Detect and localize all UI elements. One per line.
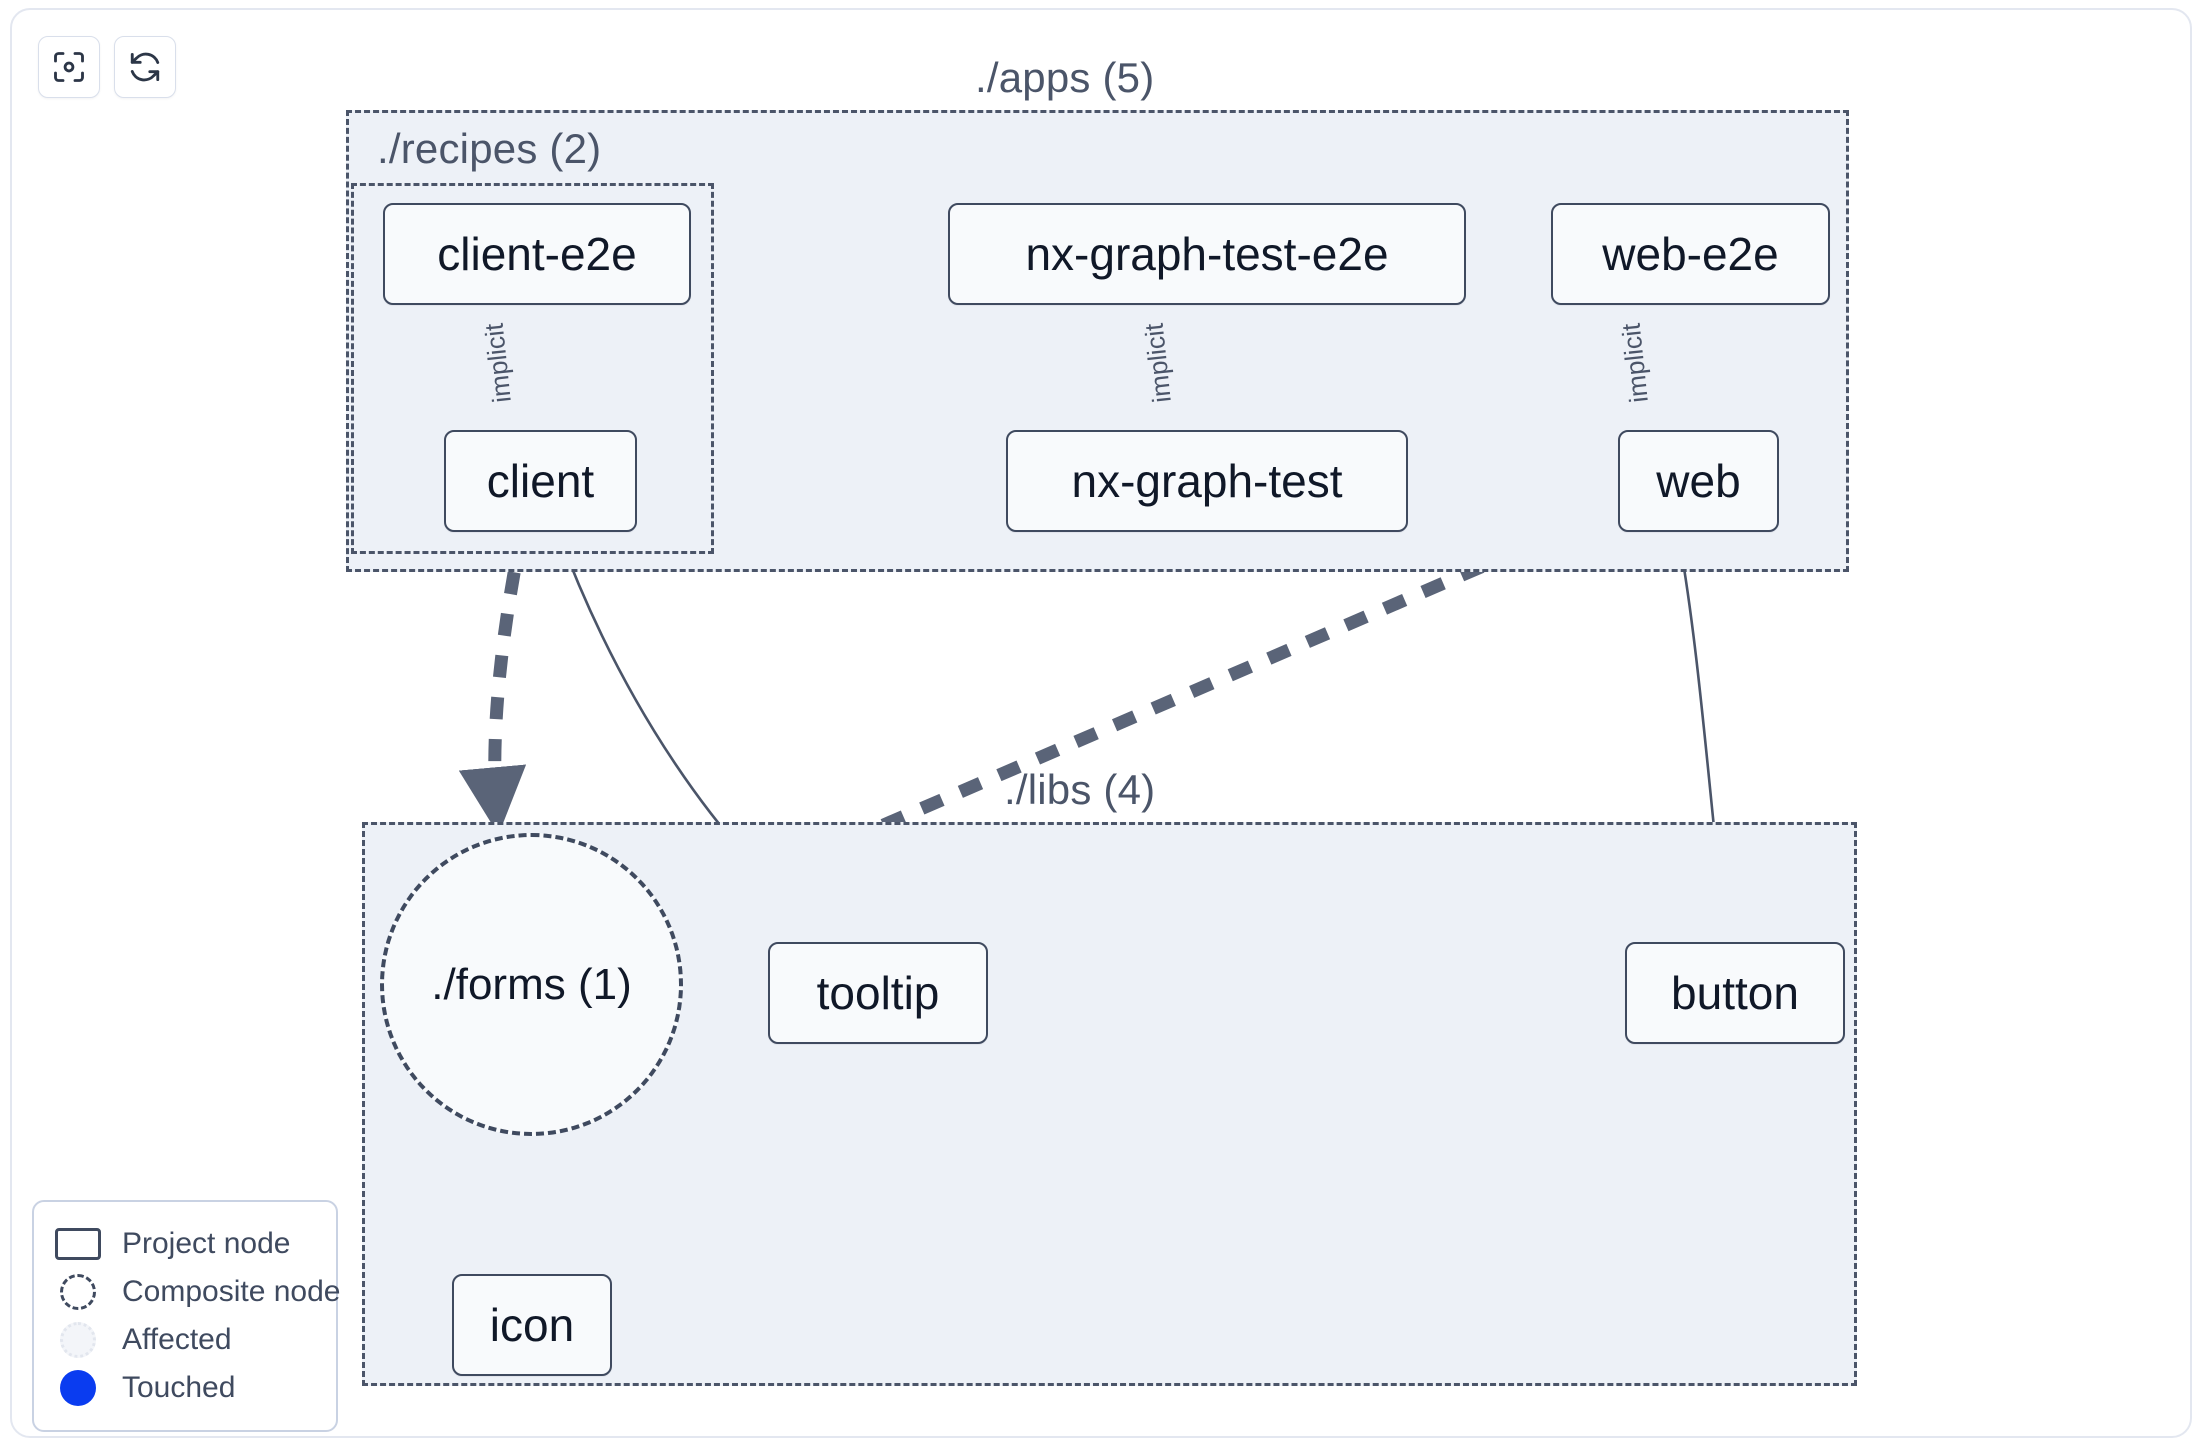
group-label-recipes: ./recipes (2) bbox=[377, 125, 602, 172]
edge-label-nx-graph-test-e2e-implicit: implicit bbox=[1138, 321, 1177, 405]
graph-toolbar bbox=[38, 36, 176, 98]
node-label: button bbox=[1671, 967, 1799, 1019]
touched-swatch-icon bbox=[54, 1370, 102, 1406]
node-web[interactable]: web bbox=[1618, 430, 1779, 532]
group-label-libs: ./libs (4) bbox=[1004, 766, 1156, 813]
node-label: icon bbox=[489, 1299, 575, 1351]
node-label: client bbox=[486, 455, 595, 507]
node-client[interactable]: client bbox=[444, 430, 637, 532]
node-label: tooltip bbox=[816, 967, 940, 1019]
node-label: nx-graph-test-e2e bbox=[1025, 228, 1389, 280]
node-icon[interactable]: icon bbox=[452, 1274, 612, 1376]
refresh-icon bbox=[127, 49, 163, 85]
refresh-graph-button[interactable] bbox=[114, 36, 176, 98]
legend-item-project-node: Project node bbox=[54, 1220, 316, 1268]
viewfinder-focus-icon bbox=[51, 49, 87, 85]
node-label: client-e2e bbox=[437, 228, 637, 280]
legend-item-affected: Affected bbox=[54, 1316, 316, 1364]
node-label: web-e2e bbox=[1602, 228, 1779, 280]
node-label: nx-graph-test bbox=[1071, 455, 1343, 507]
group-label-apps: ./apps (5) bbox=[975, 54, 1155, 101]
node-web-e2e[interactable]: web-e2e bbox=[1551, 203, 1830, 305]
legend-label: Project node bbox=[122, 1227, 291, 1260]
legend-label: Composite node bbox=[122, 1275, 341, 1308]
node-nx-graph-test[interactable]: nx-graph-test bbox=[1006, 430, 1408, 532]
legend-label: Affected bbox=[122, 1323, 232, 1356]
node-label: ./forms (1) bbox=[431, 959, 632, 1009]
edge-label-client-e2e-implicit: implicit bbox=[478, 321, 517, 405]
node-nx-graph-test-e2e[interactable]: nx-graph-test-e2e bbox=[948, 203, 1466, 305]
node-label: web bbox=[1656, 455, 1741, 507]
node-button[interactable]: button bbox=[1625, 942, 1845, 1044]
composite-node-swatch-icon bbox=[54, 1274, 102, 1310]
project-node-swatch-icon bbox=[54, 1228, 102, 1260]
focus-graph-button[interactable] bbox=[38, 36, 100, 98]
legend-item-touched: Touched bbox=[54, 1364, 316, 1412]
edge-client-to-forms[interactable] bbox=[458, 529, 529, 835]
legend-item-composite-node: Composite node bbox=[54, 1268, 340, 1316]
node-forms-composite[interactable]: ./forms (1) bbox=[380, 833, 683, 1136]
edge-label-web-e2e-implicit: implicit bbox=[1615, 321, 1654, 405]
graph-legend: Project node Composite node Affected Tou… bbox=[32, 1200, 340, 1432]
node-tooltip[interactable]: tooltip bbox=[768, 942, 988, 1044]
node-client-e2e[interactable]: client-e2e bbox=[383, 203, 691, 305]
legend-label: Touched bbox=[122, 1371, 236, 1404]
affected-swatch-icon bbox=[54, 1322, 102, 1358]
